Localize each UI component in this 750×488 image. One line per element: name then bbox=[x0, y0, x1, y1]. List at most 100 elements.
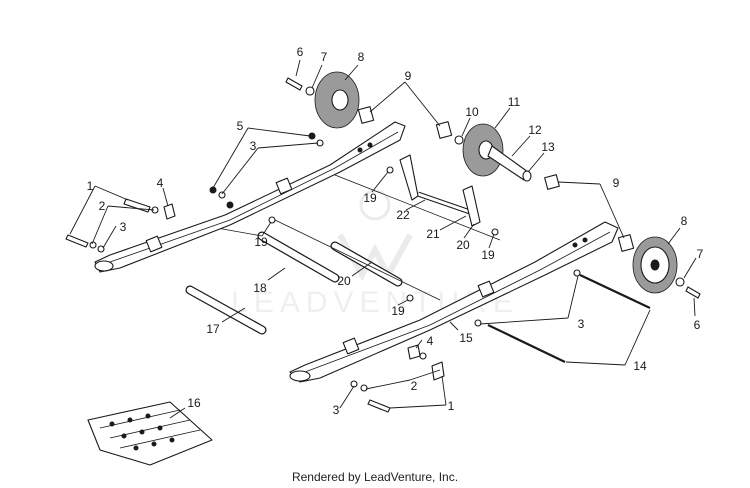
leader-22 bbox=[405, 199, 426, 211]
rail-bolt-hole bbox=[582, 237, 588, 243]
leader-20-left bbox=[351, 261, 373, 277]
skid-plate-holes bbox=[109, 413, 175, 451]
callout-8-upper: 8 bbox=[358, 50, 365, 64]
leader-7-upper bbox=[311, 64, 323, 89]
left-upper-rail bbox=[94, 121, 406, 273]
callout-22: 22 bbox=[396, 208, 410, 222]
spacer-9-lower bbox=[617, 234, 635, 252]
rail-bolt-hole bbox=[572, 242, 578, 248]
callout-20-right: 20 bbox=[456, 238, 470, 252]
shaft-axis-line-3 bbox=[334, 174, 501, 241]
callout-19-d: 19 bbox=[391, 304, 405, 318]
washer-19d bbox=[406, 294, 414, 302]
callout-3-left: 3 bbox=[120, 220, 127, 234]
callout-6-upper: 6 bbox=[297, 45, 304, 59]
washer-19c bbox=[491, 228, 499, 236]
washer-lower bbox=[419, 352, 427, 360]
left-upper-rail-body bbox=[94, 121, 406, 273]
rail-bolt-hole bbox=[226, 201, 234, 209]
right-lower-rail-bracket-2 bbox=[477, 280, 495, 298]
right-lower-rail-edge bbox=[304, 231, 611, 373]
callout-2-lower: 2 bbox=[411, 379, 418, 393]
callout-5: 5 bbox=[237, 119, 244, 133]
callout-15: 15 bbox=[459, 331, 473, 345]
callout-19-a: 19 bbox=[254, 235, 268, 249]
leader-6-upper bbox=[295, 59, 301, 77]
callout-17: 17 bbox=[206, 322, 220, 336]
callout-19-c: 19 bbox=[481, 248, 495, 262]
callout-13: 13 bbox=[541, 140, 555, 154]
cross-shaft-18-fill bbox=[258, 232, 339, 282]
leader-3-left bbox=[102, 225, 117, 249]
leader-1-lower bbox=[389, 375, 447, 409]
bracket-4-upper bbox=[163, 203, 176, 220]
skid-plate-body bbox=[87, 401, 213, 466]
leader-3-upper bbox=[221, 142, 319, 195]
leader-19-a bbox=[261, 221, 272, 237]
washer-19a bbox=[268, 216, 276, 224]
washer-2-lower-left bbox=[89, 241, 97, 249]
skid-hole bbox=[109, 421, 115, 427]
skid-hole bbox=[157, 425, 163, 431]
callout-1-lower: 1 bbox=[448, 399, 455, 413]
skid-hole bbox=[133, 445, 139, 451]
callout-14: 14 bbox=[633, 359, 647, 373]
spacer-9-left bbox=[357, 106, 375, 124]
tie-rod-14-upper bbox=[579, 274, 651, 309]
washer-7-lower bbox=[675, 277, 685, 287]
leader-4-lower bbox=[415, 339, 423, 349]
callout-19-b: 19 bbox=[363, 191, 377, 205]
leader-7-lower bbox=[683, 257, 697, 279]
tie-rod-14-lower bbox=[487, 324, 566, 363]
right-lower-rail-body bbox=[289, 221, 619, 383]
bracket-22 bbox=[399, 154, 419, 201]
leader-11 bbox=[494, 107, 511, 129]
idler-wheel-11 bbox=[462, 123, 532, 182]
skid-hole bbox=[151, 441, 157, 447]
axle-13-end bbox=[522, 170, 532, 182]
callout-7-lower: 7 bbox=[697, 247, 704, 261]
skid-hole bbox=[121, 433, 127, 439]
callout-2-upper: 2 bbox=[99, 199, 106, 213]
right-lower-rail-tip bbox=[289, 370, 311, 382]
bolt-1-lower bbox=[367, 399, 391, 413]
leader-8-lower bbox=[667, 227, 681, 245]
washer-3-right bbox=[573, 269, 581, 277]
left-upper-rail-tip bbox=[94, 260, 114, 272]
callout-3-upper: 3 bbox=[250, 139, 257, 153]
leader-4-upper bbox=[162, 187, 169, 207]
callout-9-upper: 9 bbox=[405, 69, 412, 83]
washer-3b bbox=[218, 191, 226, 199]
spacer-9-right bbox=[544, 174, 560, 190]
leader-16 bbox=[169, 407, 186, 419]
callout-10: 10 bbox=[465, 105, 479, 119]
skid-hole bbox=[127, 417, 133, 423]
right-lower-rail-bracket-1 bbox=[342, 337, 360, 355]
callout-20-left: 20 bbox=[337, 274, 351, 288]
left-upper-rail-edge bbox=[109, 131, 399, 263]
cross-shafts bbox=[185, 174, 501, 335]
leader-15 bbox=[449, 321, 459, 331]
leader-lines bbox=[69, 59, 697, 419]
callout-3-right: 3 bbox=[578, 317, 585, 331]
leader-9-lower bbox=[557, 181, 625, 239]
cross-shaft-22-fill bbox=[417, 192, 471, 214]
leader-20-right bbox=[463, 223, 475, 239]
bolt-1-upper bbox=[123, 198, 151, 213]
leader-2-lower bbox=[365, 369, 441, 390]
callout-21: 21 bbox=[426, 227, 440, 241]
rail-bolt-hole bbox=[357, 147, 363, 153]
callout-8-lower: 8 bbox=[681, 214, 688, 228]
leader-21 bbox=[439, 215, 467, 231]
left-upper-rail-bracket-2 bbox=[275, 177, 293, 195]
washer-3-left bbox=[97, 245, 105, 253]
leader-14 bbox=[565, 309, 651, 366]
washer-2-lower bbox=[360, 384, 368, 392]
callout-18: 18 bbox=[253, 281, 267, 295]
leader-5 bbox=[212, 127, 311, 189]
washer-3-lower bbox=[350, 380, 358, 388]
washer-19b bbox=[386, 166, 394, 174]
left-upper-rail-bracket-1 bbox=[145, 235, 163, 253]
